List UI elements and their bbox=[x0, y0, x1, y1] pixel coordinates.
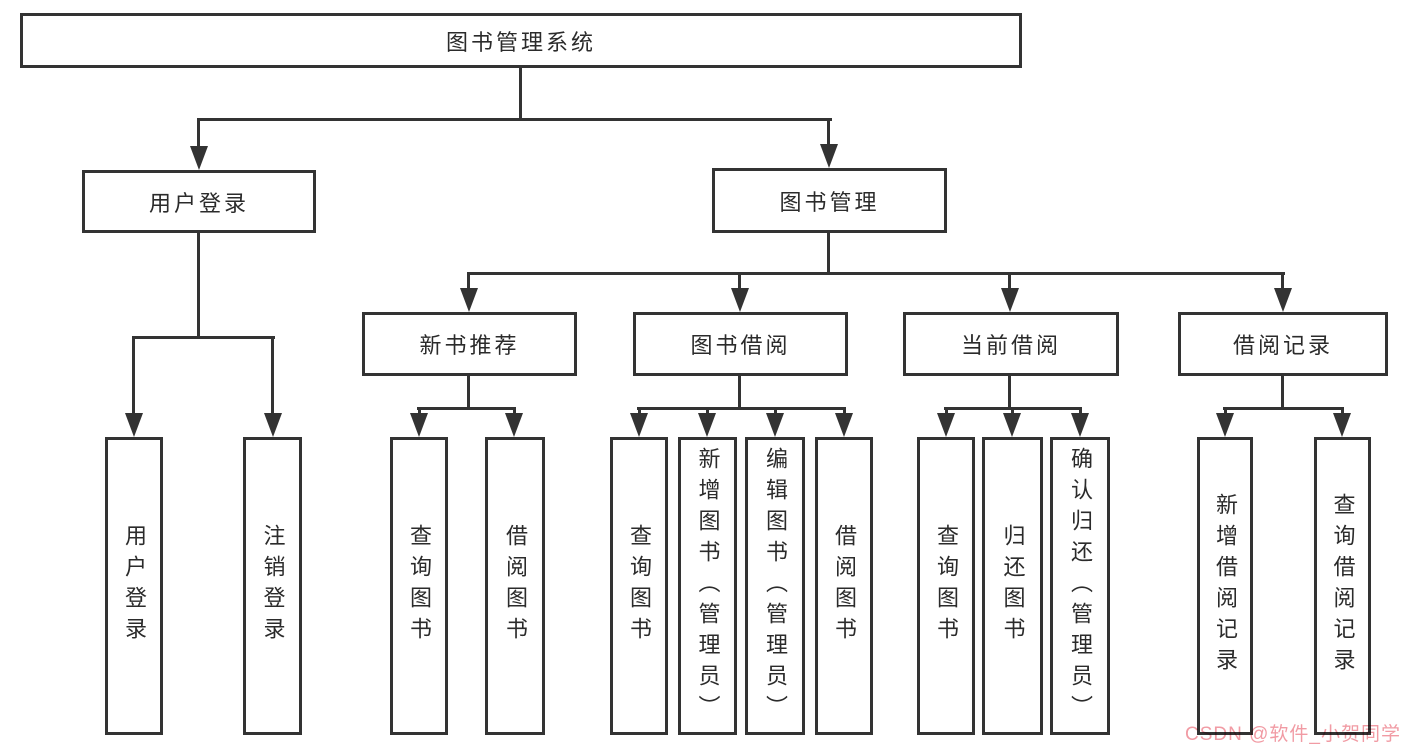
arrow-down-icon bbox=[1333, 413, 1351, 437]
leaf-label: 归还图书 bbox=[1000, 524, 1026, 648]
edge-vertical bbox=[1008, 272, 1011, 290]
arrow-down-icon bbox=[1071, 413, 1089, 437]
edge-vertical bbox=[1281, 374, 1284, 410]
leaf-label: 查询借阅记录 bbox=[1330, 493, 1356, 679]
arrow-down-icon bbox=[820, 144, 838, 168]
arrow-down-icon bbox=[698, 413, 716, 437]
edge-vertical bbox=[467, 374, 470, 410]
edge-horizontal bbox=[132, 336, 275, 339]
edge-horizontal bbox=[637, 407, 846, 410]
node-current-borrow: 当前借阅 bbox=[903, 312, 1119, 376]
edge-vertical bbox=[738, 374, 741, 410]
edge-horizontal bbox=[197, 118, 832, 121]
leaf-logout: 注销登录 bbox=[243, 437, 302, 735]
arrow-down-icon bbox=[125, 413, 143, 437]
leaf-label: 新增借阅记录 bbox=[1213, 493, 1238, 679]
arrow-down-icon bbox=[630, 413, 648, 437]
node-label: 当前借阅 bbox=[960, 333, 1061, 358]
node-book-borrow: 图书借阅 bbox=[633, 312, 848, 376]
edge-vertical bbox=[197, 231, 200, 336]
edge-vertical bbox=[132, 336, 135, 415]
leaf-label: 借阅图书 bbox=[503, 524, 528, 648]
edge-vertical bbox=[638, 407, 641, 416]
leaf-label: 借阅图书 bbox=[832, 524, 857, 648]
leaf-label: 用户登录 bbox=[122, 524, 147, 648]
edge-vertical bbox=[1008, 374, 1011, 410]
leaf-label: 查询图书 bbox=[627, 524, 652, 648]
node-book-management: 图书管理 bbox=[712, 168, 947, 233]
leaf-query-books-3: 查询图书 bbox=[917, 437, 975, 735]
edge-horizontal bbox=[467, 272, 1285, 275]
arrow-down-icon bbox=[1001, 288, 1019, 312]
node-label: 借阅记录 bbox=[1232, 333, 1333, 358]
leaf-borrow-books-1: 借阅图书 bbox=[485, 437, 545, 735]
arrow-down-icon bbox=[460, 288, 478, 312]
arrow-down-icon bbox=[731, 288, 749, 312]
leaf-return-book: 归还图书 bbox=[982, 437, 1043, 735]
arrow-down-icon bbox=[937, 413, 955, 437]
arrow-down-icon bbox=[410, 413, 428, 437]
leaf-query-borrow-record: 查询借阅记录 bbox=[1314, 437, 1371, 735]
edge-vertical bbox=[1281, 272, 1284, 290]
edge-horizontal bbox=[1223, 407, 1344, 410]
arrow-down-icon bbox=[1274, 288, 1292, 312]
node-library-system: 图书管理系统 bbox=[20, 13, 1022, 68]
leaf-label: 新增图书（管理员） bbox=[695, 446, 721, 726]
edge-vertical bbox=[843, 407, 846, 416]
arrow-down-icon bbox=[505, 413, 523, 437]
node-borrow-records: 借阅记录 bbox=[1178, 312, 1388, 376]
node-label: 用户登录 bbox=[148, 190, 249, 216]
edge-vertical bbox=[706, 407, 709, 416]
leaf-label: 注销登录 bbox=[260, 524, 286, 648]
arrow-down-icon bbox=[1003, 413, 1021, 437]
edge-vertical bbox=[467, 272, 470, 290]
leaf-label: 编辑图书（管理员） bbox=[763, 446, 788, 726]
leaf-add-borrow-record: 新增借阅记录 bbox=[1197, 437, 1253, 735]
leaf-confirm-return-admin: 确认归还（管理员） bbox=[1050, 437, 1110, 735]
edge-vertical bbox=[827, 231, 830, 274]
edge-vertical bbox=[774, 407, 777, 416]
edge-vertical bbox=[271, 336, 274, 415]
leaf-borrow-books-2: 借阅图书 bbox=[815, 437, 873, 735]
edge-vertical bbox=[945, 407, 948, 416]
leaf-label: 查询图书 bbox=[407, 524, 432, 648]
node-label: 图书管理 bbox=[779, 189, 880, 215]
arrow-down-icon bbox=[264, 413, 282, 437]
edge-vertical bbox=[738, 272, 741, 290]
leaf-label: 查询图书 bbox=[934, 524, 959, 648]
edge-vertical bbox=[827, 118, 830, 148]
leaf-query-books-1: 查询图书 bbox=[390, 437, 448, 735]
edge-vertical bbox=[1079, 407, 1082, 416]
arrow-down-icon bbox=[835, 413, 853, 437]
node-label: 图书管理系统 bbox=[445, 29, 596, 55]
edge-vertical bbox=[1011, 407, 1014, 416]
leaf-edit-book-admin: 编辑图书（管理员） bbox=[745, 437, 805, 735]
node-user-login: 用户登录 bbox=[82, 170, 316, 233]
arrow-down-icon bbox=[766, 413, 784, 437]
node-label: 图书借阅 bbox=[690, 333, 791, 358]
node-label: 新书推荐 bbox=[419, 333, 520, 358]
edge-vertical bbox=[513, 407, 516, 416]
edge-horizontal bbox=[417, 407, 516, 410]
edge-vertical bbox=[1224, 407, 1227, 416]
edge-vertical bbox=[519, 68, 522, 118]
edge-vertical bbox=[197, 118, 200, 148]
arrow-down-icon bbox=[190, 146, 208, 170]
edge-vertical bbox=[418, 407, 421, 416]
watermark: CSDN @软件_小贺同学 bbox=[1185, 724, 1401, 745]
leaf-user-login: 用户登录 bbox=[105, 437, 163, 735]
arrow-down-icon bbox=[1216, 413, 1234, 437]
edge-vertical bbox=[1341, 407, 1344, 416]
leaf-query-books-2: 查询图书 bbox=[610, 437, 668, 735]
leaf-label: 确认归还（管理员） bbox=[1068, 446, 1093, 726]
leaf-add-book-admin: 新增图书（管理员） bbox=[678, 437, 737, 735]
node-new-book-recommend: 新书推荐 bbox=[362, 312, 577, 376]
